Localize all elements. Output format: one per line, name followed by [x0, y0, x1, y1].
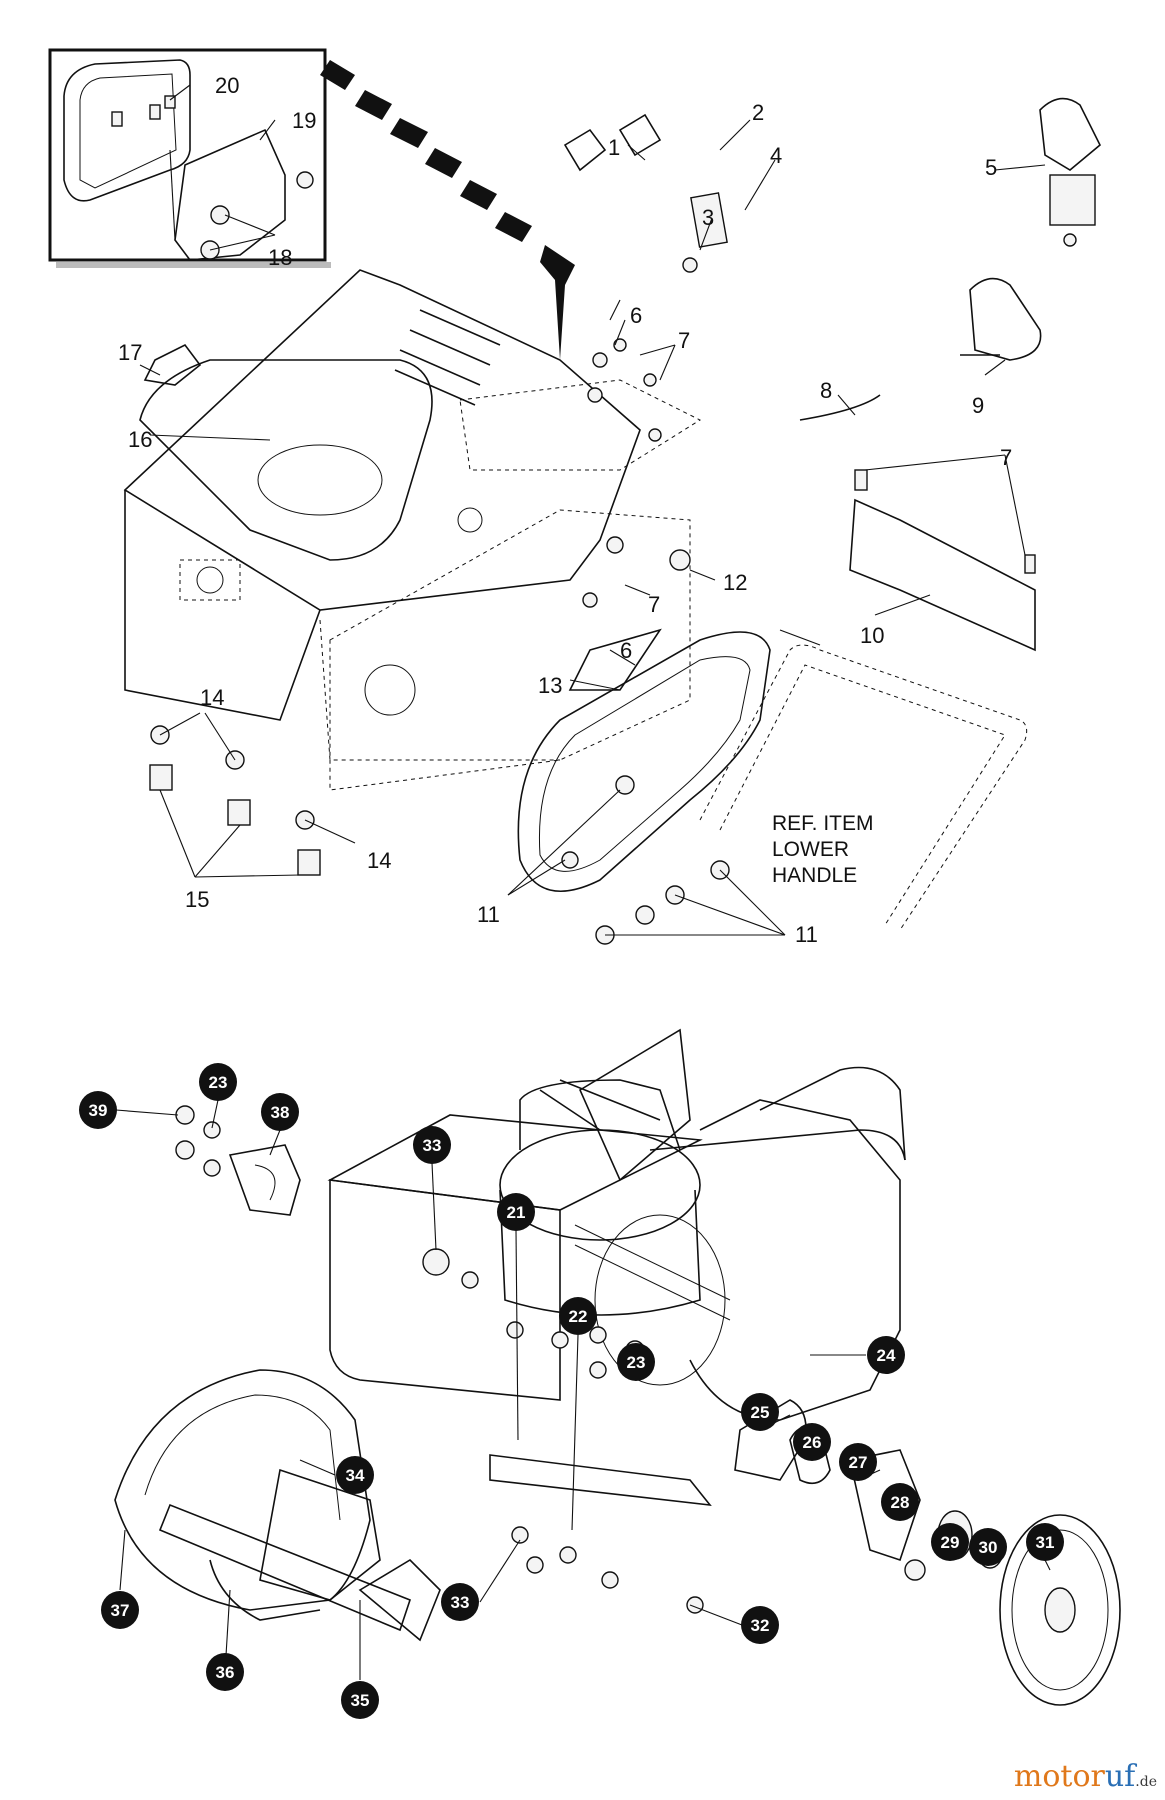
label-7: 7	[678, 328, 690, 353]
svg-text:37: 37	[111, 1601, 130, 1620]
label-18: 18	[268, 245, 292, 270]
label-19: 19	[292, 108, 316, 133]
svg-text:28: 28	[891, 1493, 910, 1512]
bubble-23-left: 23	[199, 1063, 237, 1101]
svg-text:33: 33	[423, 1136, 442, 1155]
svg-text:35: 35	[351, 1691, 370, 1710]
bubble-38: 38	[261, 1093, 299, 1131]
svg-text:23: 23	[627, 1353, 646, 1372]
inset-detail	[48, 48, 331, 268]
bubble-29: 29	[931, 1523, 969, 1561]
bubble-23-right: 23	[617, 1343, 655, 1381]
watermark: motoruf.de	[1014, 1759, 1157, 1794]
label-7-right: 7	[1000, 445, 1012, 470]
bubble-26: 26	[793, 1423, 831, 1461]
label-20: 20	[215, 73, 239, 98]
svg-text:33: 33	[451, 1593, 470, 1612]
bubble-21: 21	[497, 1193, 535, 1231]
hardware-top	[143, 97, 1101, 945]
svg-text:24: 24	[877, 1346, 896, 1365]
bubble-27: 27	[839, 1443, 877, 1481]
label-6-lower: 6	[620, 638, 632, 663]
inset-arrow	[320, 60, 575, 360]
label-13: 13	[538, 673, 562, 698]
label-11-left: 11	[477, 902, 500, 927]
bubble-34: 34	[336, 1456, 374, 1494]
label-3: 3	[702, 205, 714, 230]
belt-cover	[517, 628, 771, 893]
ref-item-note: REF. ITEM LOWER HANDLE	[772, 812, 874, 887]
label-16: 16	[128, 427, 152, 452]
label-14-right: 14	[367, 848, 391, 873]
svg-text:34: 34	[346, 1466, 365, 1485]
svg-text:39: 39	[89, 1101, 108, 1120]
svg-text:21: 21	[507, 1203, 526, 1222]
bubble-32: 32	[741, 1606, 779, 1644]
hardware-bottom	[175, 1105, 704, 1614]
label-12: 12	[723, 570, 747, 595]
bubble-39: 39	[79, 1091, 117, 1129]
bubble-24: 24	[867, 1336, 905, 1374]
label-14-left: 14	[200, 685, 224, 710]
bubble-30: 30	[969, 1528, 1007, 1566]
label-11-right: 11	[795, 922, 818, 947]
svg-text:29: 29	[941, 1533, 960, 1552]
bubble-33-top: 33	[413, 1126, 451, 1164]
leaders-top	[139, 84, 1046, 936]
bubble-35: 35	[341, 1681, 379, 1719]
svg-text:23: 23	[209, 1073, 228, 1092]
label-5: 5	[985, 155, 997, 180]
watermark-accent: uf	[1104, 1759, 1136, 1794]
ref-note-line-2: LOWER	[772, 838, 849, 861]
label-8: 8	[820, 378, 832, 403]
svg-text:26: 26	[803, 1433, 822, 1452]
bottom-bubbles: 39 23 38 33 21 22 23 24 25 26 27 28 29 3…	[79, 1063, 1064, 1719]
label-17: 17	[118, 340, 142, 365]
watermark-main: motor	[1013, 1759, 1105, 1794]
svg-text:32: 32	[751, 1616, 770, 1635]
bubble-25: 25	[741, 1393, 779, 1431]
engine-housing	[123, 269, 641, 721]
label-7-lower: 7	[648, 592, 660, 617]
svg-text:27: 27	[849, 1453, 868, 1472]
svg-text:36: 36	[216, 1663, 235, 1682]
ref-note-line-3: HANDLE	[772, 864, 857, 887]
gearbox-cover	[228, 1144, 479, 1289]
bubble-33-bottom: 33	[441, 1583, 479, 1621]
bubble-28: 28	[881, 1483, 919, 1521]
watermark-suffix: .de	[1135, 1774, 1157, 1790]
bubble-36: 36	[206, 1653, 244, 1691]
svg-text:25: 25	[751, 1403, 770, 1422]
svg-text:22: 22	[569, 1307, 588, 1326]
label-1: 1	[608, 135, 620, 160]
top-labels: 1 2 3 4 5 6 7 8 9 7 10 11 11 12 13 14 14…	[118, 73, 1012, 947]
svg-text:38: 38	[271, 1103, 290, 1122]
label-6: 6	[630, 303, 642, 328]
leaders-bottom	[115, 1099, 1051, 1680]
impeller-assembly	[114, 1369, 441, 1642]
bubble-22: 22	[559, 1297, 597, 1335]
svg-text:31: 31	[1036, 1533, 1055, 1552]
svg-text:30: 30	[979, 1538, 998, 1557]
label-2: 2	[752, 100, 764, 125]
frame-outline	[319, 379, 702, 791]
label-4: 4	[770, 143, 782, 168]
lower-handle-outline	[699, 644, 1028, 931]
label-10: 10	[860, 623, 884, 648]
auger-housing	[327, 1028, 906, 1507]
bubble-31: 31	[1026, 1523, 1064, 1561]
label-9: 9	[972, 393, 984, 418]
label-15: 15	[185, 887, 209, 912]
ref-note-line-1: REF. ITEM	[772, 812, 874, 835]
bubble-37: 37	[101, 1591, 139, 1629]
